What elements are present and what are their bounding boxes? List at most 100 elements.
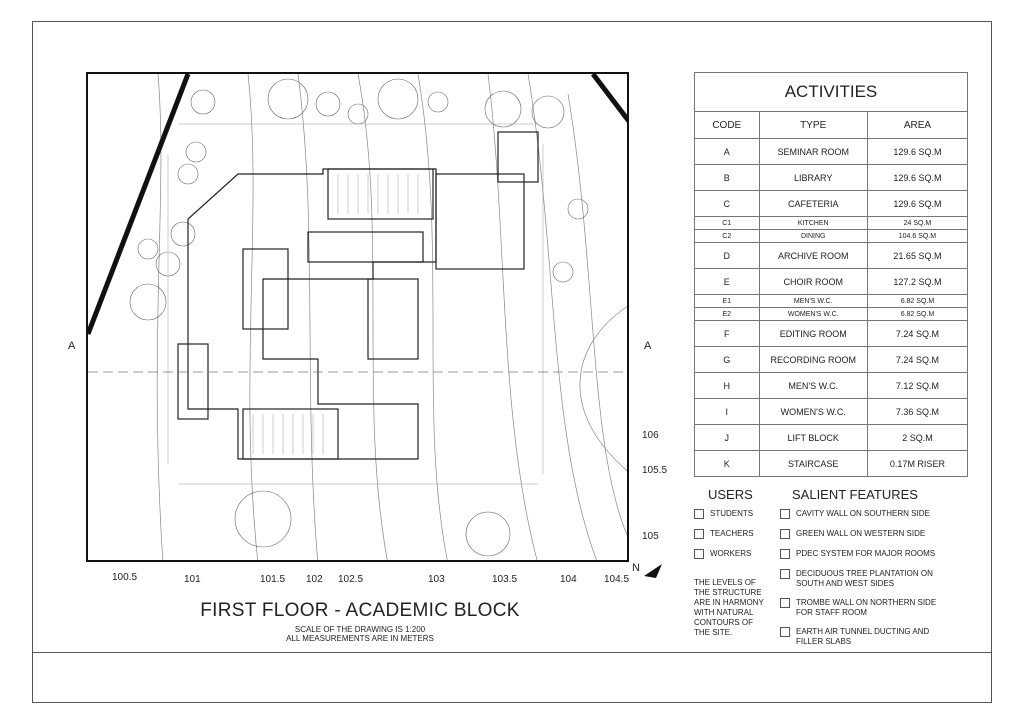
tree	[177, 163, 199, 185]
feature-checkbox-item[interactable]: CAVITY WALL ON SOUTHERN SIDE	[780, 509, 970, 519]
drawing-title: FIRST FLOOR - ACADEMIC BLOCK	[200, 600, 520, 621]
checkbox[interactable]	[780, 569, 790, 579]
checkbox[interactable]	[780, 627, 790, 637]
checkbox[interactable]	[694, 509, 704, 519]
tree	[137, 238, 159, 260]
trees	[129, 78, 589, 557]
checkbox[interactable]	[780, 549, 790, 559]
activities-heading: ACTIVITIES	[694, 72, 968, 112]
wc-block	[497, 131, 539, 183]
section-marker-left: A	[68, 340, 76, 352]
tree	[185, 141, 207, 163]
tree	[377, 78, 419, 120]
seating-hatch	[252, 174, 419, 454]
tree	[465, 511, 511, 557]
room-block	[435, 173, 525, 270]
tree	[267, 78, 309, 120]
feature-checkbox-item[interactable]: DECIDUOUS TREE PLANTATION ON SOUTH AND W…	[780, 569, 955, 589]
user-checkbox-item[interactable]: WORKERS	[694, 549, 751, 559]
tree	[315, 91, 341, 117]
checkbox[interactable]	[694, 549, 704, 559]
user-checkbox-item[interactable]: STUDENTS	[694, 509, 753, 519]
contour-label: 100.5	[112, 572, 138, 583]
contour-line	[567, 93, 627, 536]
tree	[129, 283, 167, 321]
tree	[234, 490, 292, 548]
contour-label: 103.5	[492, 574, 518, 585]
tree	[567, 198, 589, 220]
contour-label: 104	[560, 574, 577, 585]
north-arrow: N	[632, 560, 666, 580]
contour-line	[417, 74, 448, 560]
contour-label: 101.5	[260, 574, 286, 585]
contour-line	[156, 74, 164, 560]
site-note: THE LEVELS OF THE STRUCTURE ARE IN HARMO…	[694, 578, 764, 637]
contour-label: 104.5	[604, 574, 630, 585]
contour-label: 105.5	[642, 465, 668, 476]
site-plan	[86, 72, 629, 562]
salient-features-heading: SALIENT FEATURES	[792, 487, 918, 502]
site-boundary-line	[88, 74, 191, 335]
checkbox[interactable]	[694, 529, 704, 539]
tree	[531, 95, 565, 129]
column-header-type: TYPE	[758, 111, 868, 139]
contour-label: 106	[642, 430, 659, 441]
corridor	[307, 231, 424, 263]
contour-label: 105	[642, 531, 659, 542]
tree	[427, 91, 449, 113]
contour-line	[357, 74, 388, 560]
users-heading: USERS	[708, 487, 753, 502]
contour-label: 102.5	[338, 574, 364, 585]
units-note: ALL MEASUREMENTS ARE IN METERS	[286, 634, 434, 643]
tree	[552, 261, 574, 283]
feature-checkbox-item[interactable]: PDEC SYSTEM FOR MAJOR ROOMS	[780, 549, 970, 559]
building-walls	[177, 131, 539, 460]
seminar-room	[327, 168, 434, 220]
building-outline	[187, 168, 437, 460]
tree	[484, 90, 522, 128]
contour-label: 103	[428, 574, 445, 585]
feature-checkbox-item[interactable]: EARTH AIR TUNNEL DUCTING AND FILLER SLAB…	[780, 627, 955, 647]
column-header-code: CODE	[694, 111, 760, 139]
checkbox[interactable]	[780, 509, 790, 519]
floor-plan-drawing	[88, 74, 627, 560]
feature-checkbox-item[interactable]: GREEN WALL ON WESTERN SIDE	[780, 529, 970, 539]
checkbox[interactable]	[780, 529, 790, 539]
library	[242, 248, 289, 330]
tree	[170, 221, 196, 247]
column-header-area: AREA	[866, 111, 969, 139]
drawing-sheet	[32, 21, 992, 703]
contour-line	[297, 74, 319, 560]
scale-note: SCALE OF THE DRAWING IS 1:200	[294, 625, 426, 634]
contour-line	[247, 74, 258, 560]
user-checkbox-item[interactable]: TEACHERS	[694, 529, 754, 539]
north-label: N	[632, 562, 640, 574]
choir-room	[242, 408, 339, 460]
cafeteria	[367, 278, 419, 360]
sheet-bottom-strip-line	[32, 652, 992, 653]
tree	[347, 103, 369, 125]
contour-label: 101	[184, 574, 201, 585]
site-boundary-line	[591, 74, 627, 123]
north-arrow-icon	[644, 564, 662, 578]
checkbox[interactable]	[780, 598, 790, 608]
contour-label: 102	[306, 574, 323, 585]
tree	[190, 89, 216, 115]
contour-line	[579, 306, 627, 471]
feature-checkbox-item[interactable]: TROMBE WALL ON NORTHERN SIDE FOR STAFF R…	[780, 598, 955, 618]
